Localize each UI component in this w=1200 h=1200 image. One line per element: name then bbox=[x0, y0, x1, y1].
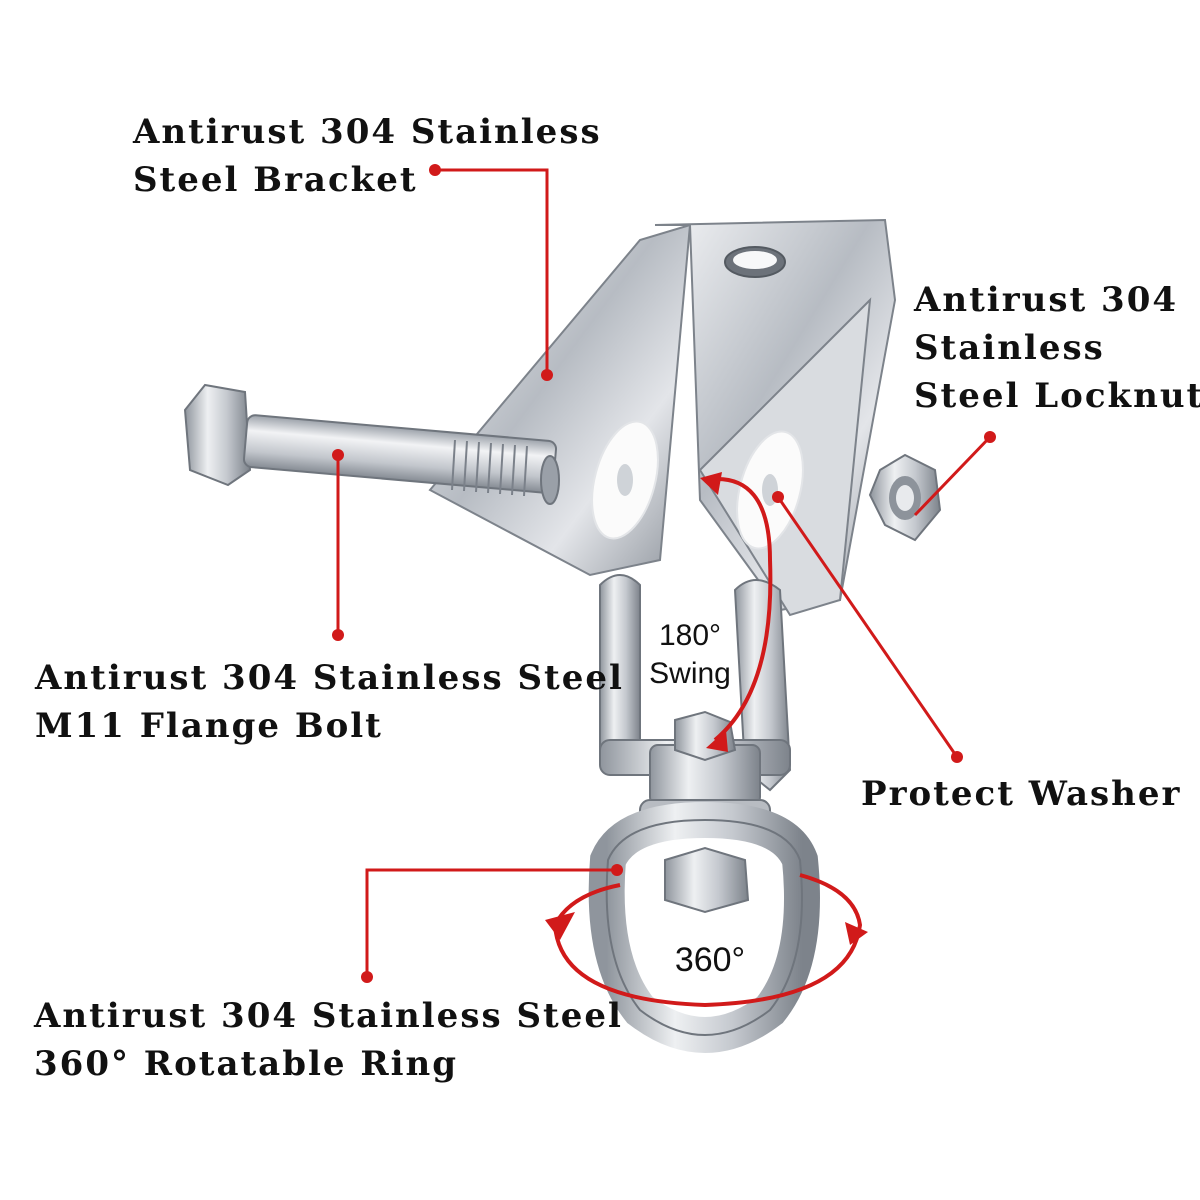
swing-arrow-top bbox=[700, 472, 722, 495]
rotation-arc bbox=[553, 873, 863, 1008]
leader-ring bbox=[365, 868, 617, 977]
leader-locknut bbox=[913, 435, 992, 517]
callout-locknut-line1: Antirust 304 bbox=[914, 280, 1179, 320]
callout-bolt: Antirust 304 Stainless Steel M11 Flange … bbox=[35, 654, 624, 750]
bolt-thread bbox=[451, 439, 528, 497]
ring-hex-nut bbox=[664, 846, 750, 914]
callout-locknut-line3: Steel Locknut bbox=[914, 376, 1200, 416]
callout-locknut-line2: Stainless bbox=[914, 328, 1105, 368]
callout-bracket-line2: Steel Bracket bbox=[133, 160, 418, 200]
leader-washer bbox=[776, 496, 959, 758]
leader-dots bbox=[332, 164, 996, 983]
rotation-arrow-left bbox=[545, 912, 575, 940]
leader-lines bbox=[336, 168, 992, 977]
swing-arc bbox=[704, 477, 773, 742]
swing-annotation: 180° Swing bbox=[640, 617, 740, 693]
callout-ring: Antirust 304 Stainless Steel 360° Rotata… bbox=[34, 992, 623, 1088]
callout-bolt-line1: Antirust 304 Stainless Steel bbox=[35, 658, 624, 698]
rotation-annotation: 360° bbox=[660, 941, 760, 979]
callout-washer-line1: Protect Washer bbox=[861, 774, 1182, 814]
callout-bolt-line2: M11 Flange Bolt bbox=[35, 706, 383, 746]
swing-arrow-bottom bbox=[706, 730, 728, 752]
bracket-left-plate bbox=[428, 223, 692, 577]
rotation-arrow-right bbox=[845, 922, 868, 945]
callout-ring-line2: 360° Rotatable Ring bbox=[34, 1044, 459, 1084]
swing-label: Swing bbox=[649, 657, 731, 690]
callout-bracket-line1: Antirust 304 Stainless bbox=[133, 112, 602, 152]
callout-washer: Protect Washer bbox=[861, 770, 1181, 818]
swing-degrees: 180° bbox=[658, 619, 722, 652]
callout-ring-line1: Antirust 304 Stainless Steel bbox=[34, 996, 623, 1036]
callout-locknut: Antirust 304 Stainless Steel Locknut bbox=[914, 276, 1200, 420]
clevis-right-arm bbox=[733, 579, 792, 792]
callout-bracket: Antirust 304 Stainless Steel Bracket bbox=[133, 108, 602, 204]
leader-bracket bbox=[435, 168, 549, 375]
rotation-degrees: 360° bbox=[674, 941, 746, 979]
bolt-head bbox=[183, 383, 252, 487]
